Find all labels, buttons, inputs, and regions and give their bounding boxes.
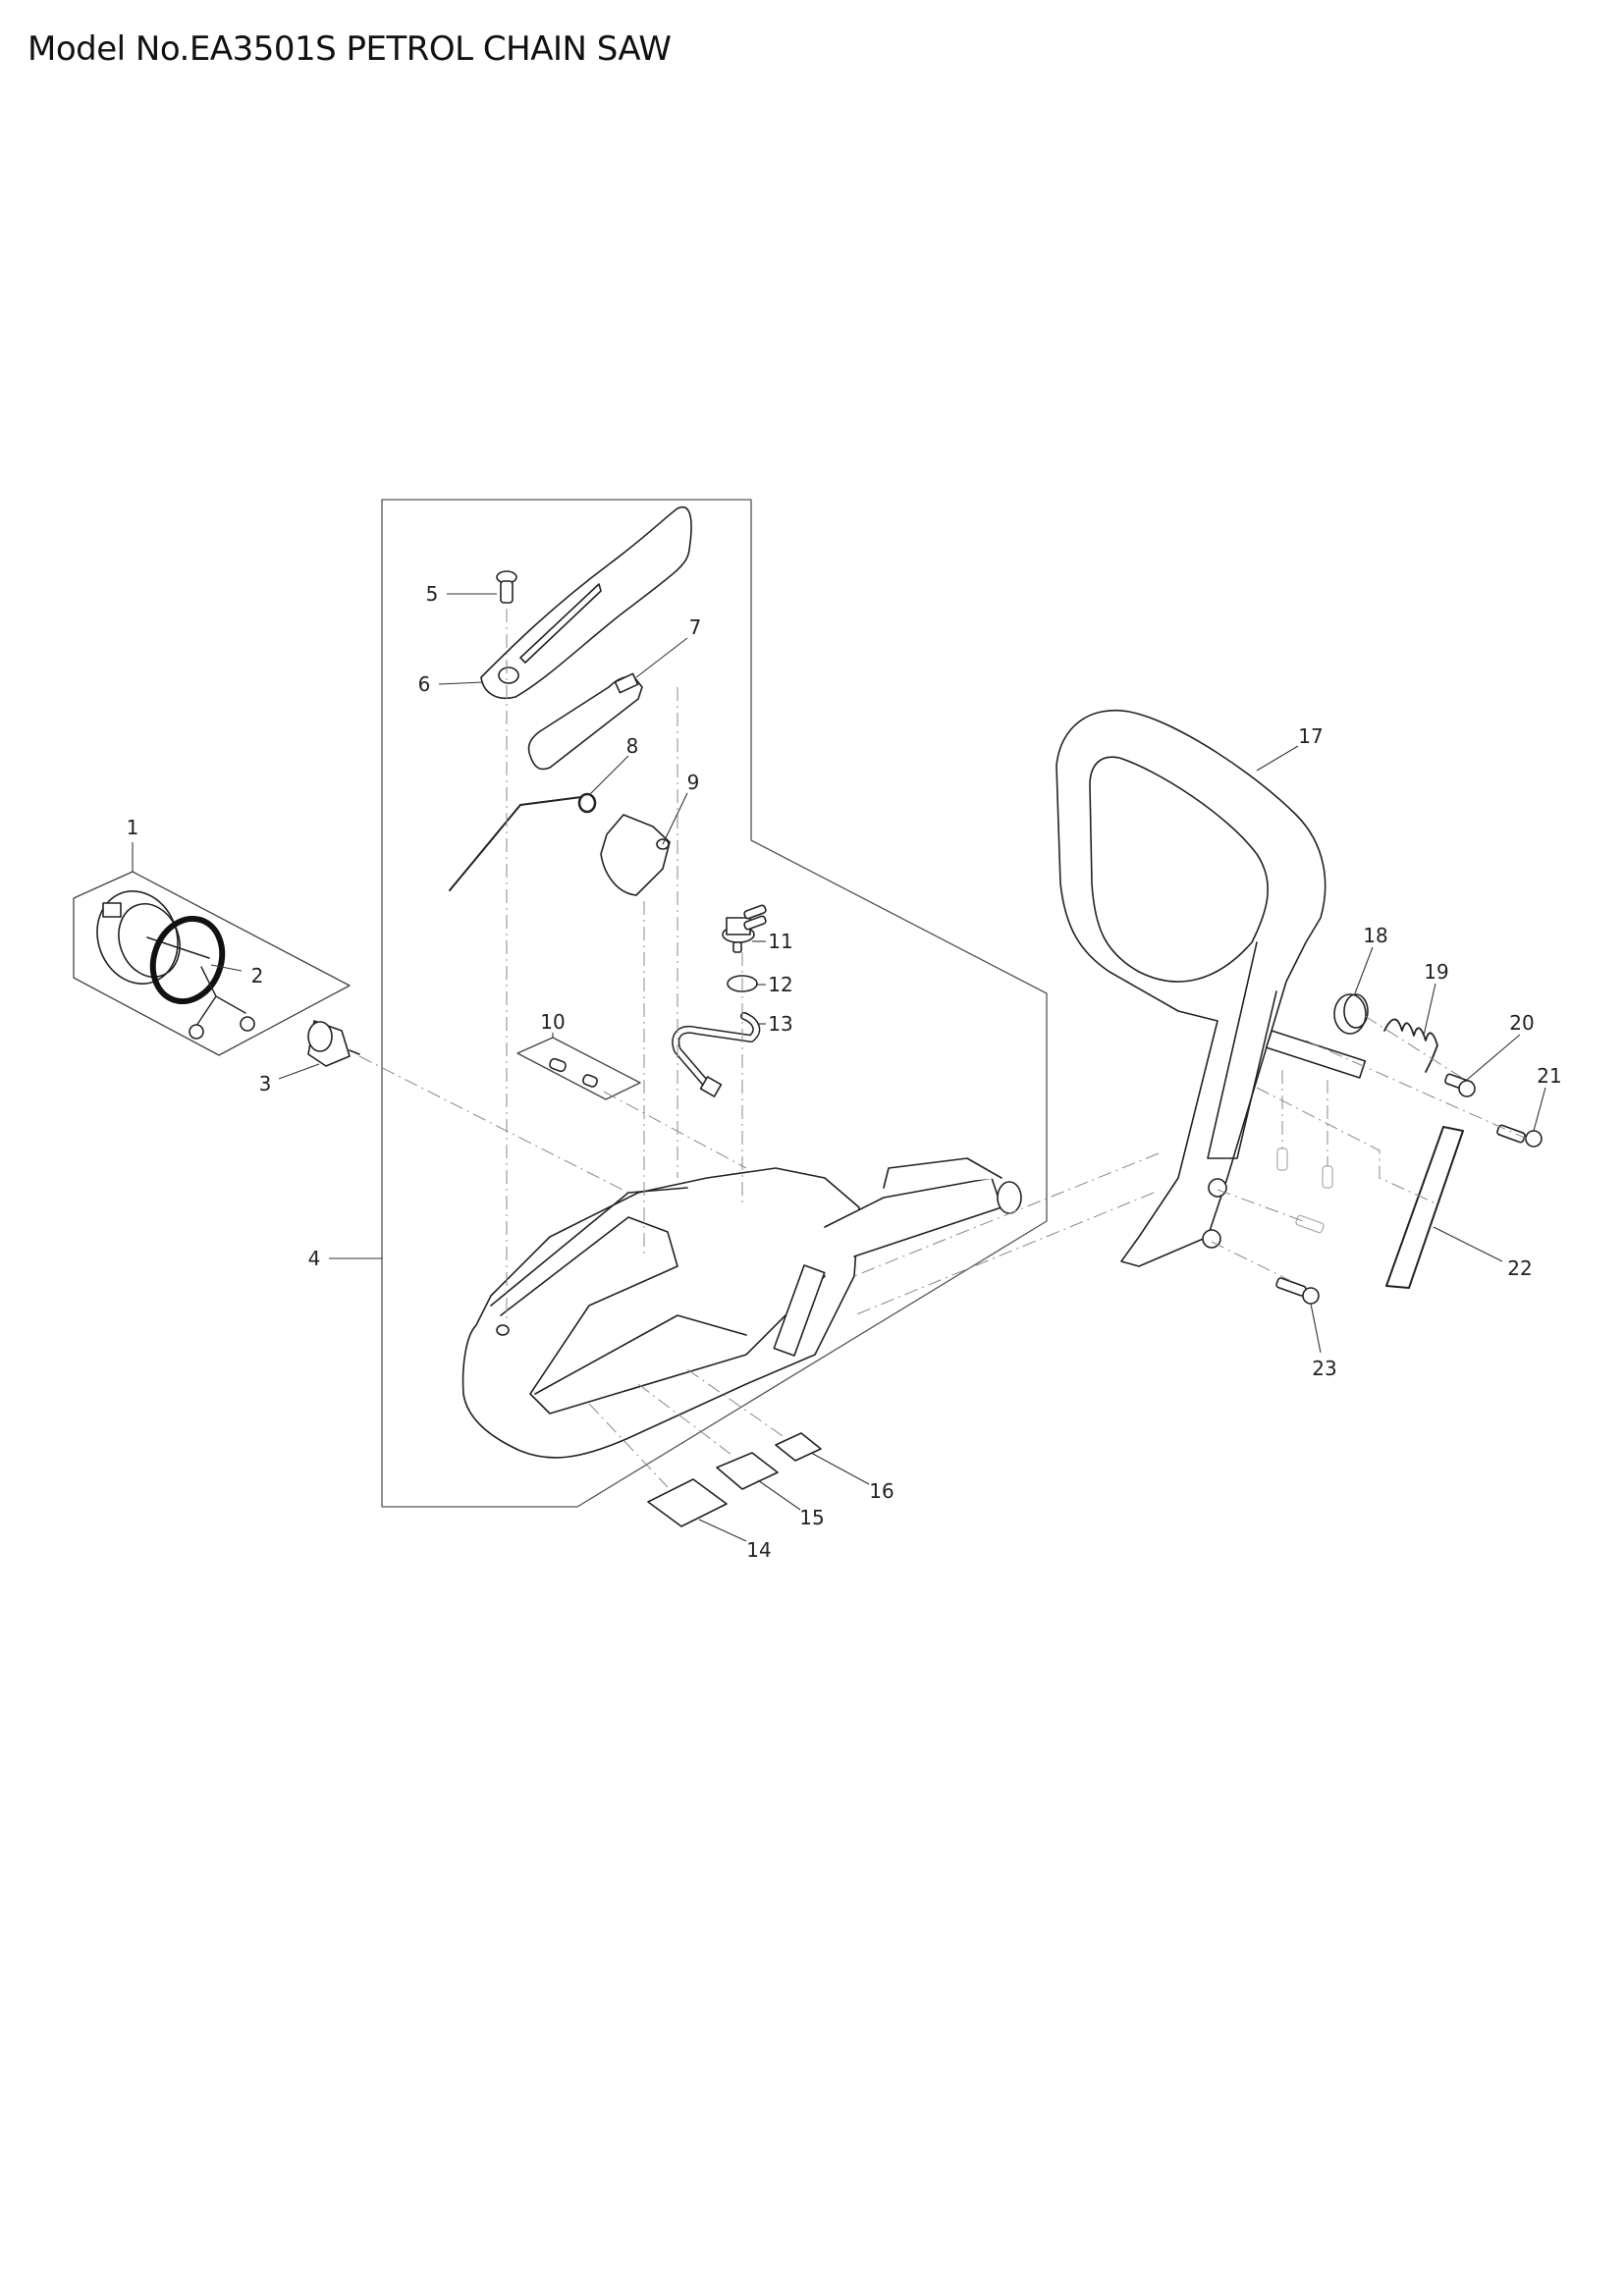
pin-icon: [549, 1057, 567, 1073]
callout-13: 13: [768, 1012, 793, 1036]
callout-16: 16: [869, 1479, 894, 1503]
pad-16-icon: [775, 1432, 822, 1462]
callout-4: 4: [307, 1247, 321, 1270]
fuel-cap-icon: [96, 890, 210, 985]
kit-10-outline: [516, 1037, 641, 1100]
callout-9: 9: [686, 771, 700, 794]
callout-3: 3: [258, 1072, 272, 1095]
fuel-filter-icon: [307, 1020, 360, 1067]
callout-2: 2: [250, 964, 264, 988]
lock-lever-icon: [600, 814, 671, 896]
callout-5: 5: [425, 582, 439, 606]
oil-valve-icon: [722, 904, 767, 953]
torsion-spring-icon: [449, 796, 582, 891]
hose-icon: [672, 1012, 761, 1089]
assembly-4-outline: [381, 499, 1048, 1508]
page-title: Model No.EA3501S PETROL CHAIN SAW: [27, 29, 672, 69]
callout-14: 14: [746, 1538, 772, 1562]
pad-14-icon: [647, 1478, 728, 1527]
callout-8: 8: [625, 734, 639, 758]
bolt-icon: [1275, 1277, 1320, 1305]
bolt-icon: [1444, 1073, 1476, 1097]
pin-icon: [582, 1074, 598, 1088]
callout-6: 6: [417, 672, 431, 696]
callout-18: 18: [1363, 924, 1388, 947]
callout-1: 1: [126, 816, 139, 839]
kit-1-outline: [73, 871, 351, 1056]
screw-icon: [496, 570, 517, 604]
handle-cover-icon: [480, 506, 692, 699]
o-ring-icon: [149, 915, 226, 1005]
callout-19: 19: [1424, 960, 1449, 984]
grip-strip-icon: [1385, 1126, 1464, 1289]
callout-17: 17: [1298, 724, 1324, 748]
callout-23: 23: [1312, 1357, 1337, 1380]
front-handle-icon: [1056, 710, 1367, 1267]
callout-20: 20: [1509, 1011, 1535, 1035]
callout-21: 21: [1537, 1064, 1562, 1088]
spring-icon: [1383, 1018, 1438, 1073]
callout-15: 15: [799, 1506, 825, 1529]
cap-icon: [1333, 993, 1367, 1035]
callout-22: 22: [1507, 1256, 1533, 1280]
callout-10: 10: [540, 1010, 566, 1034]
rear-handle-housing-icon: [461, 1157, 1022, 1459]
pad-15-icon: [716, 1452, 779, 1490]
callout-11: 11: [768, 930, 793, 953]
callout-7: 7: [688, 615, 702, 639]
callout-12: 12: [768, 973, 793, 996]
